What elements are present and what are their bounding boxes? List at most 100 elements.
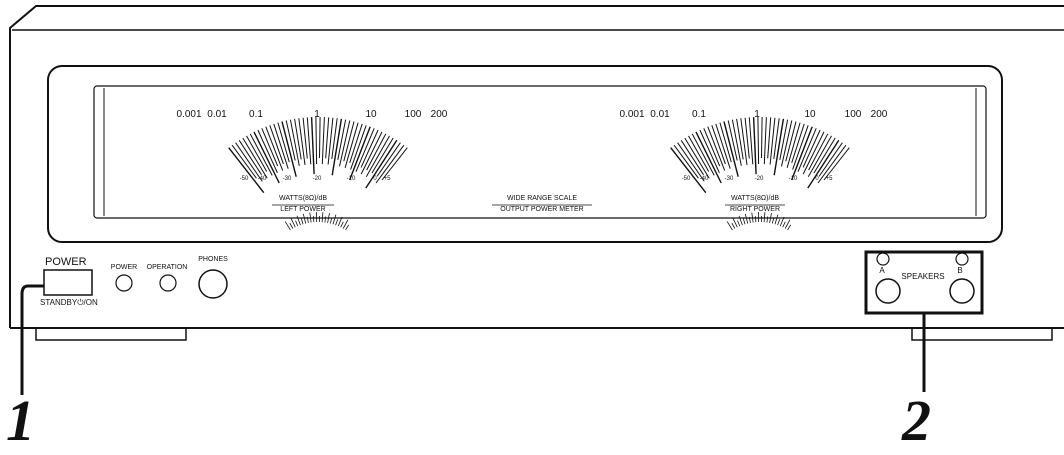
standby-on-label: STANDBY⏻/ON bbox=[40, 298, 98, 307]
right-db-tick-5: 0 bbox=[815, 176, 819, 182]
meter-window-outer bbox=[47, 65, 1003, 243]
speaker-a-label: A bbox=[879, 266, 885, 275]
right-watts-tick-1: 0.01 bbox=[650, 109, 670, 120]
left-meter-scale-line bbox=[315, 116, 318, 165]
left-meter-db-scale-line bbox=[342, 219, 349, 229]
left-meter-scale-line bbox=[310, 117, 315, 175]
left-meter-scale-line bbox=[246, 135, 268, 172]
speakers-label: SPEAKERS bbox=[901, 272, 945, 281]
right-meter-name-label: RIGHT POWER bbox=[729, 206, 781, 213]
right-watts-tick-5: 100 bbox=[844, 109, 862, 120]
right-meter-scale-line bbox=[823, 147, 850, 181]
right-meter-db-scale-line bbox=[751, 212, 754, 223]
right-watts-tick-2: 0.1 bbox=[692, 109, 706, 120]
left-meter-scale-line bbox=[337, 119, 347, 160]
left-meter-scale-line bbox=[249, 133, 273, 176]
left-db-tick-4: -10 bbox=[346, 176, 356, 182]
right-meter-scale-line bbox=[807, 139, 840, 189]
left-meter-db-scale-line bbox=[327, 213, 330, 223]
callout-1-leader bbox=[20, 284, 44, 395]
left-meter-scale-line bbox=[265, 126, 284, 171]
left-meter-scale-line bbox=[366, 133, 387, 171]
left-meter-scale-line bbox=[355, 128, 375, 172]
right-meter-scale-line bbox=[769, 117, 776, 165]
left-meter-scale-line bbox=[375, 144, 405, 184]
left-meter-db-scale-line bbox=[324, 216, 327, 223]
left-meter-db-scale-line bbox=[302, 213, 307, 224]
left-db-tick-6: +5 bbox=[383, 176, 391, 182]
left-db-tick-0: -50 bbox=[239, 176, 249, 182]
left-meter-scale-line bbox=[331, 118, 338, 159]
right-meter-scale-line bbox=[711, 125, 726, 165]
left-meter-db-scale-line bbox=[295, 220, 299, 227]
right-meter-db-scale-line bbox=[787, 224, 792, 231]
right-meter-scale-line bbox=[791, 123, 805, 164]
left-meter-db-scale-line bbox=[332, 214, 337, 225]
chassis-outline bbox=[9, 5, 1064, 328]
right-meter-scale-line bbox=[791, 126, 813, 181]
left-meter-db-scale-line bbox=[284, 221, 291, 231]
left-meter-scale-line bbox=[319, 116, 321, 159]
callout-number-2: 2 bbox=[902, 388, 931, 453]
left-meter-scale-line bbox=[298, 118, 306, 165]
left-meter-scale-line bbox=[381, 147, 408, 181]
right-meter-scale-line bbox=[817, 144, 847, 184]
power-button[interactable] bbox=[43, 269, 93, 296]
right-meter-db-scale-line bbox=[742, 218, 746, 225]
right-meter-db-scale-line bbox=[771, 217, 775, 224]
left-watts-tick-3: 1 bbox=[314, 109, 320, 120]
right-meter-scale-line bbox=[699, 129, 720, 174]
left-meter-scale-line bbox=[228, 147, 265, 194]
left-meter-scale-line bbox=[365, 139, 398, 189]
left-watts-tick-1: 0.01 bbox=[207, 109, 227, 120]
speakers-panel bbox=[864, 250, 984, 315]
right-meter-scale-line bbox=[767, 117, 772, 159]
left-meter-db-scale-line bbox=[289, 223, 294, 229]
right-db-tick-4: -10 bbox=[788, 176, 798, 182]
right-meter-scale-line bbox=[781, 120, 793, 167]
left-meter-scale-line bbox=[343, 121, 355, 162]
left-meter-scale-line bbox=[281, 121, 297, 177]
phones-jack[interactable] bbox=[198, 269, 228, 299]
speaker-b-button[interactable] bbox=[949, 278, 975, 304]
right-meter-db-scale-line bbox=[774, 214, 779, 225]
left-meter-scale-line bbox=[376, 142, 401, 177]
right-db-tick-1: -40 bbox=[699, 176, 709, 182]
left-meter-db-scale-line bbox=[329, 217, 333, 224]
speaker-b-led bbox=[955, 252, 969, 266]
left-meter-db-scale-line bbox=[321, 212, 324, 223]
left-meter-scale-line bbox=[360, 129, 379, 168]
left-meter-scale-line bbox=[242, 137, 268, 179]
speaker-a-button[interactable] bbox=[875, 278, 901, 304]
right-meter-scale-line bbox=[763, 117, 767, 165]
left-db-tick-5: 0 bbox=[373, 176, 377, 182]
left-meter-scale-line bbox=[238, 140, 262, 175]
left-watts-tick-0: 0.001 bbox=[176, 109, 202, 120]
left-meter-db-scale-line bbox=[340, 221, 344, 228]
left-meter-scale-line bbox=[344, 122, 359, 168]
speaker-b-label: B bbox=[957, 266, 963, 275]
right-meter-scale-line bbox=[719, 122, 732, 163]
left-db-tick-2: -30 bbox=[282, 176, 292, 182]
right-db-tick-0: -50 bbox=[681, 176, 691, 182]
right-meter-db-scale-line bbox=[738, 215, 743, 226]
left-meter-scale-line bbox=[261, 128, 279, 167]
right-watts-tick-3: 1 bbox=[754, 109, 760, 120]
right-meter-scale-line bbox=[727, 120, 738, 161]
right-meter-scale-lines bbox=[670, 116, 850, 231]
right-meter-db-scale-line bbox=[732, 218, 738, 228]
left-meter-scale-line bbox=[349, 123, 363, 164]
left-meter-scale-line bbox=[306, 117, 312, 165]
left-meter-db-scale-line bbox=[300, 218, 304, 225]
left-meter-scale-line bbox=[269, 125, 284, 165]
speaker-a-led bbox=[876, 252, 890, 266]
right-watts-tick-0: 0.001 bbox=[619, 109, 645, 120]
right-meter-db-scale-line bbox=[777, 219, 781, 226]
callout-number-1: 1 bbox=[6, 388, 35, 453]
left-db-tick-3: -20 bbox=[312, 176, 322, 182]
left-watts-tick-6: 200 bbox=[430, 109, 448, 120]
right-meter-scale-line bbox=[703, 128, 721, 167]
left-meter-db-scale-line bbox=[345, 224, 350, 231]
left-meter-db-scale-line bbox=[313, 216, 315, 223]
